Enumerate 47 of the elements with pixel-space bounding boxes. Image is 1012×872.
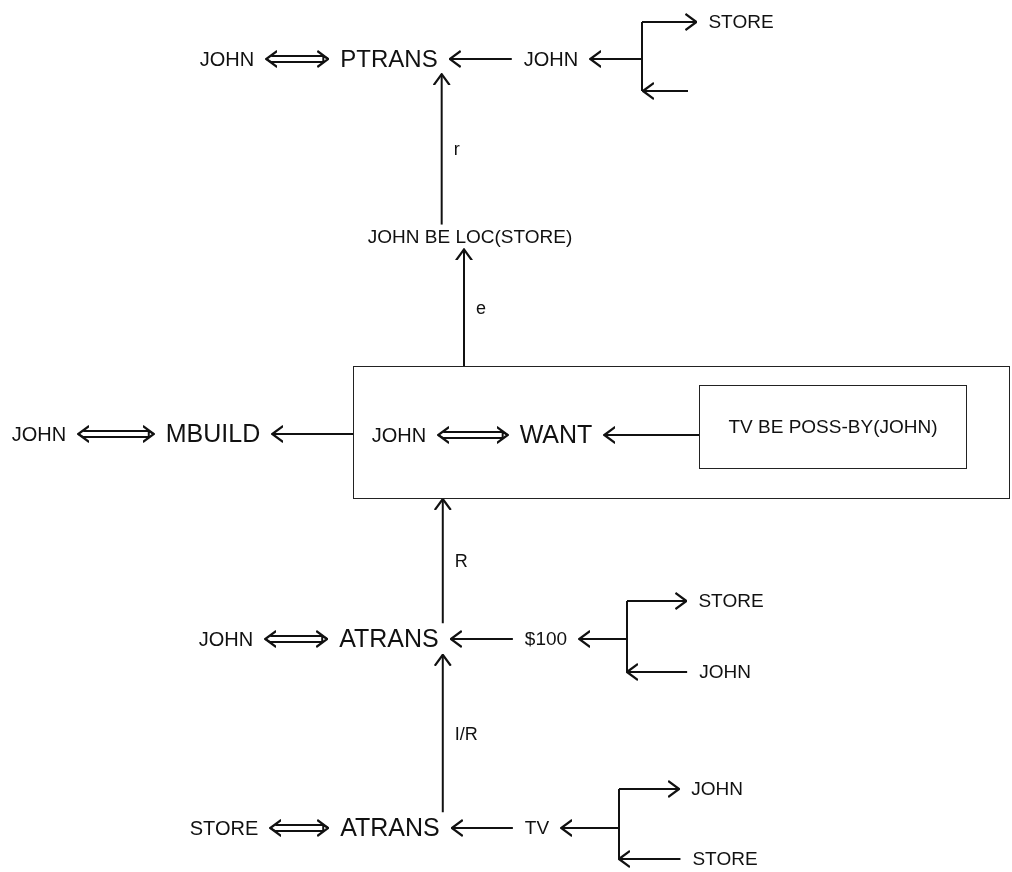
concept-label: JOHN xyxy=(187,46,267,72)
arrow xyxy=(271,424,354,444)
concept-label: JOHN xyxy=(679,776,755,802)
arrow xyxy=(641,12,698,32)
arrow xyxy=(560,818,620,838)
arrow xyxy=(454,248,474,367)
bracket-line xyxy=(626,601,628,672)
concept-label: MBUILD xyxy=(153,418,273,450)
arrow xyxy=(603,425,700,445)
bracket-line xyxy=(618,789,620,859)
concept-label: $100 xyxy=(512,626,580,652)
double-arrow xyxy=(265,49,330,69)
bracket-line xyxy=(641,22,643,91)
frame-box xyxy=(353,366,1010,499)
concept-label: JOHN BE LOC(STORE) xyxy=(355,224,585,250)
arrow xyxy=(432,73,451,226)
double-arrow xyxy=(269,818,330,838)
concept-label: WANT xyxy=(507,419,605,451)
arrow xyxy=(578,629,628,649)
concept-label: JOHN xyxy=(186,626,266,652)
arrow xyxy=(626,591,688,611)
arrow xyxy=(450,818,514,838)
concept-label: JOHN xyxy=(511,46,591,72)
arrow xyxy=(448,49,513,69)
concept-label: PTRANS xyxy=(328,43,450,75)
double-arrow xyxy=(437,425,509,445)
concept-label: ATRANS xyxy=(327,623,451,655)
arrow xyxy=(625,662,689,682)
concept-label: JOHN xyxy=(359,422,439,448)
arrow xyxy=(433,497,452,625)
arrow xyxy=(589,49,643,69)
concept-label: STORE xyxy=(686,588,776,614)
concept-label: JOHN xyxy=(0,421,79,447)
arrow xyxy=(618,779,681,799)
concept-label: STORE xyxy=(696,9,786,35)
double-arrow xyxy=(77,424,155,444)
concept-label: STORE xyxy=(680,846,770,872)
arrow xyxy=(449,629,514,649)
concept-box: TV BE POSS-BY(JOHN) xyxy=(699,385,967,469)
concept-label: TV xyxy=(512,815,562,841)
arrow xyxy=(433,653,452,814)
arrow xyxy=(617,849,682,869)
concept-label: JOHN xyxy=(687,659,763,685)
concept-label: ATRANS xyxy=(328,812,452,844)
concept-label: STORE xyxy=(177,815,271,841)
arrow xyxy=(641,81,689,101)
double-arrow xyxy=(264,629,329,649)
